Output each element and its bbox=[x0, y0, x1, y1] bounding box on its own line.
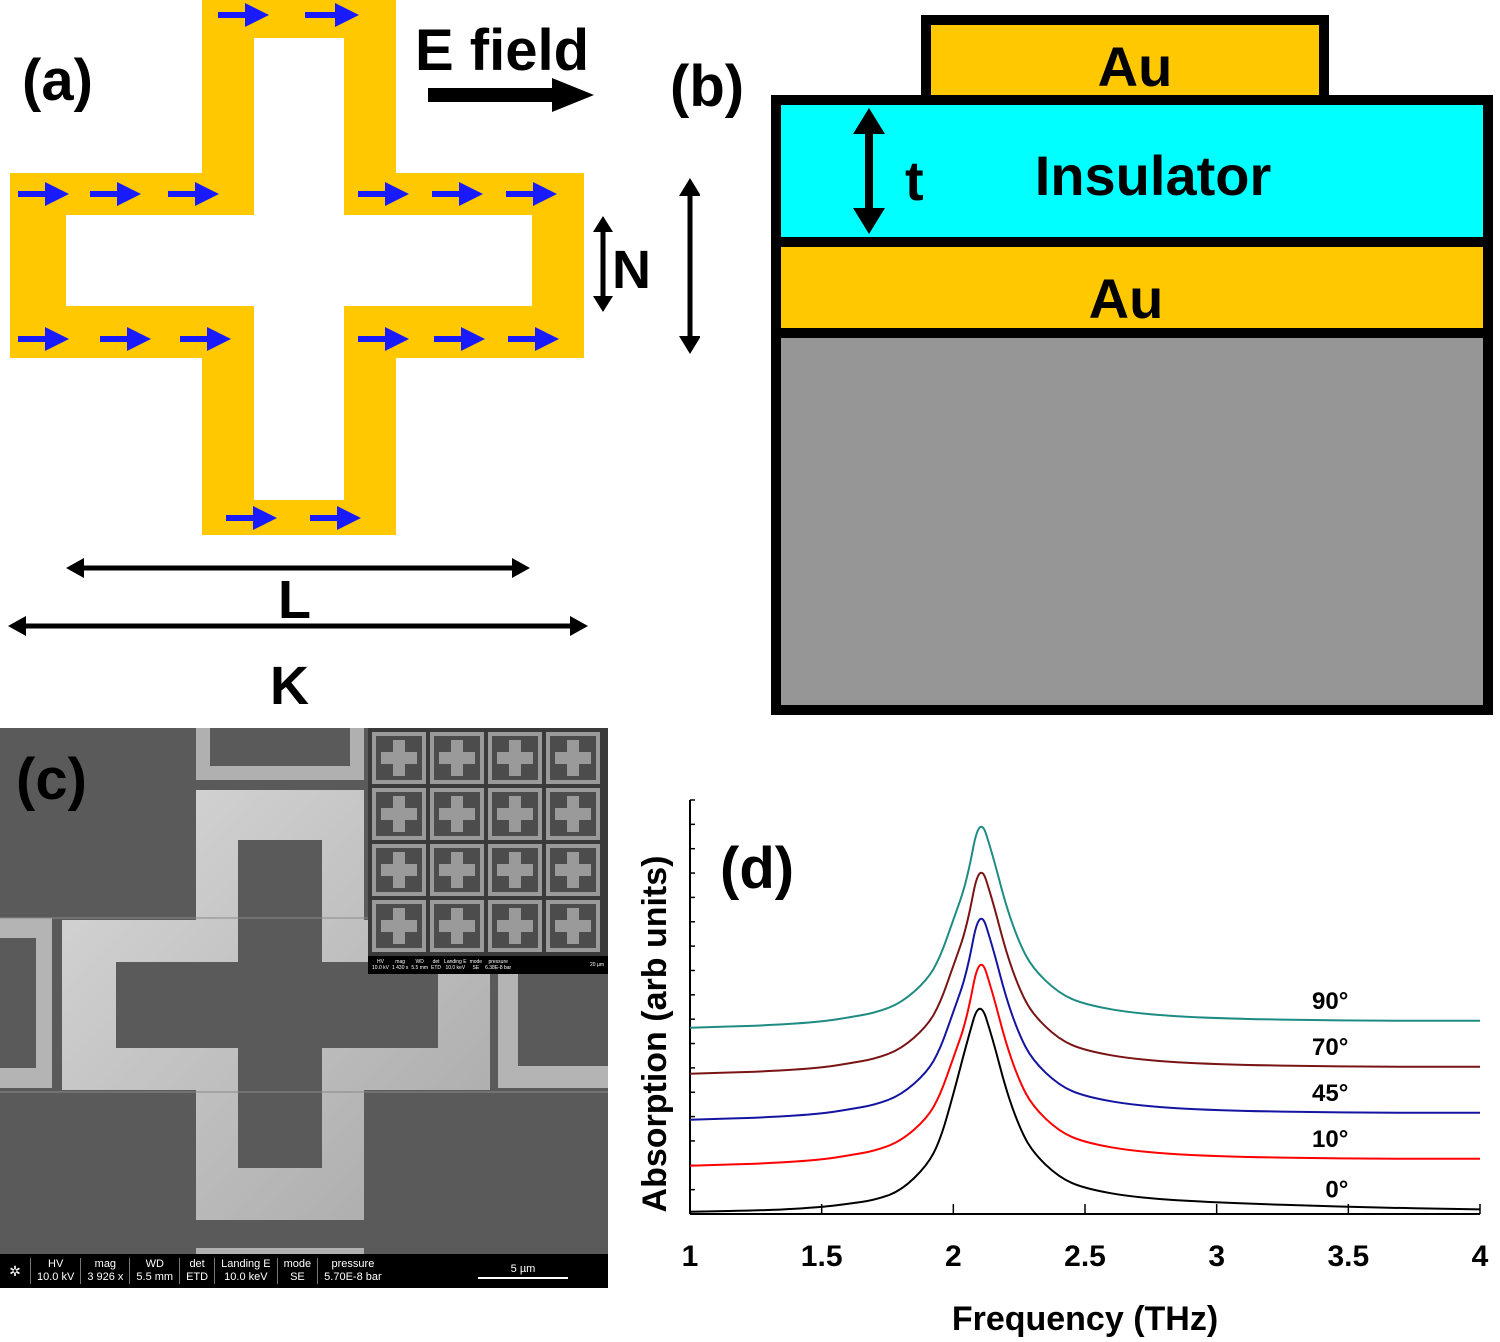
panel-c-label: (c) bbox=[16, 747, 87, 812]
series-line bbox=[689, 825, 1480, 1029]
sem-info-value: ETD bbox=[186, 1271, 209, 1283]
series-line bbox=[689, 1007, 1481, 1213]
dimension-l-label: L bbox=[278, 570, 311, 630]
sem-info-value: SE bbox=[290, 1271, 305, 1283]
sem-info-value: 10.0 keV bbox=[224, 1271, 268, 1283]
current-arrows bbox=[18, 3, 559, 530]
sem-info-value: 5.70E-8 bar bbox=[324, 1271, 382, 1283]
efield-label: E field bbox=[415, 18, 589, 83]
x-tick-label: 3.5 bbox=[1327, 1240, 1369, 1273]
inset-info-header: det bbox=[432, 959, 440, 965]
insulator-label: Insulator bbox=[1035, 144, 1271, 207]
dimension-m-arrow bbox=[679, 178, 700, 354]
dimension-k-arrow bbox=[8, 616, 588, 636]
x-axis-label: Frequency (THz) bbox=[952, 1300, 1218, 1338]
panel-a-label: (a) bbox=[22, 48, 93, 113]
inset-info-header: mode bbox=[469, 959, 483, 965]
substrate bbox=[771, 328, 1493, 715]
sem-info-header: det bbox=[189, 1258, 205, 1270]
insulator-layer bbox=[771, 95, 1493, 247]
sem-info-value: 3 926 x bbox=[87, 1271, 124, 1283]
absorption-chart: 1 1.5 2 2.5 3 3.5 4 0° 10° 45° 70° 90° (d) Frequenc… bbox=[636, 799, 1489, 1338]
x-tick-label: 1.5 bbox=[801, 1240, 843, 1273]
sem-info-header: Landing E bbox=[221, 1258, 271, 1270]
dimension-n-arrow bbox=[593, 216, 613, 312]
inset-info-header: HV bbox=[377, 959, 384, 965]
inset-info-header: WD bbox=[415, 959, 424, 965]
panel-b-label: (b) bbox=[670, 54, 744, 119]
x-tick-label: 3 bbox=[1208, 1240, 1225, 1273]
bottom-gold-layer bbox=[771, 237, 1493, 338]
sem-logo-icon: ✲ bbox=[9, 1262, 21, 1279]
inset-scale-bar: 20 µm bbox=[590, 962, 604, 968]
series-label: 45° bbox=[1312, 1080, 1348, 1107]
series-line bbox=[689, 871, 1480, 1075]
x-tick-label: 4 bbox=[1472, 1240, 1489, 1273]
bottom-gold-label: Au bbox=[1089, 267, 1164, 330]
series-label: 90° bbox=[1312, 988, 1348, 1015]
sem-info-header: HV bbox=[48, 1258, 64, 1270]
inset-info-header: mag bbox=[395, 959, 406, 965]
x-tick-label: 1 bbox=[682, 1240, 699, 1273]
inset-info-value: 6.38E-8 bar bbox=[485, 965, 512, 971]
inset-info-value: 5.5 mm bbox=[411, 965, 429, 971]
inset-info-header: Landing E bbox=[444, 959, 467, 965]
dimension-l-arrow bbox=[66, 558, 530, 578]
scale-bar-label: 5 µm bbox=[510, 1263, 536, 1275]
inset-info-value: ETD bbox=[431, 965, 442, 971]
sem-micrograph bbox=[0, 728, 608, 1288]
dimension-n-label: N bbox=[612, 240, 651, 300]
sem-info-header: mag bbox=[94, 1258, 117, 1270]
panel-d-label: (d) bbox=[720, 836, 794, 901]
top-gold-layer bbox=[921, 15, 1329, 105]
series-line bbox=[689, 963, 1480, 1167]
series-label: 70° bbox=[1312, 1034, 1348, 1061]
inset-info-header: pressure bbox=[488, 959, 508, 965]
panel-a: (a) E field N L K M bbox=[8, 0, 700, 716]
inset-info-value: 10.0 kV bbox=[372, 965, 389, 971]
series-line bbox=[689, 917, 1480, 1121]
dimension-k-label: K bbox=[270, 656, 309, 716]
x-tick-label: 2.5 bbox=[1064, 1240, 1106, 1273]
dimension-m-label: M bbox=[698, 240, 700, 300]
inset-info-value: 10.0 keV bbox=[445, 965, 466, 971]
sem-info-header: pressure bbox=[331, 1258, 375, 1270]
thickness-label: t bbox=[905, 149, 924, 212]
thickness-arrow bbox=[853, 108, 885, 234]
sem-info-header: mode bbox=[283, 1258, 312, 1270]
sem-info-value: 5.5 mm bbox=[136, 1271, 174, 1283]
sem-info-header: WD bbox=[145, 1258, 164, 1270]
panel-b: (b) Au Insulator Au t bbox=[670, 15, 1493, 715]
y-axis-label: Absorption (arb units) bbox=[636, 856, 674, 1213]
series-label: 10° bbox=[1312, 1126, 1348, 1153]
efield-arrow bbox=[428, 78, 594, 112]
inset-info-value: SE bbox=[472, 965, 480, 971]
x-tick-label: 2 bbox=[945, 1240, 962, 1273]
sem-inset bbox=[368, 728, 608, 974]
scale-bar: 5 µm bbox=[478, 1263, 568, 1279]
series-label: 0° bbox=[1325, 1176, 1348, 1203]
inset-info-value: 1 430 x bbox=[391, 965, 409, 971]
top-gold-label: Au bbox=[1098, 35, 1173, 98]
sem-info-value: 10.0 kV bbox=[37, 1271, 75, 1283]
